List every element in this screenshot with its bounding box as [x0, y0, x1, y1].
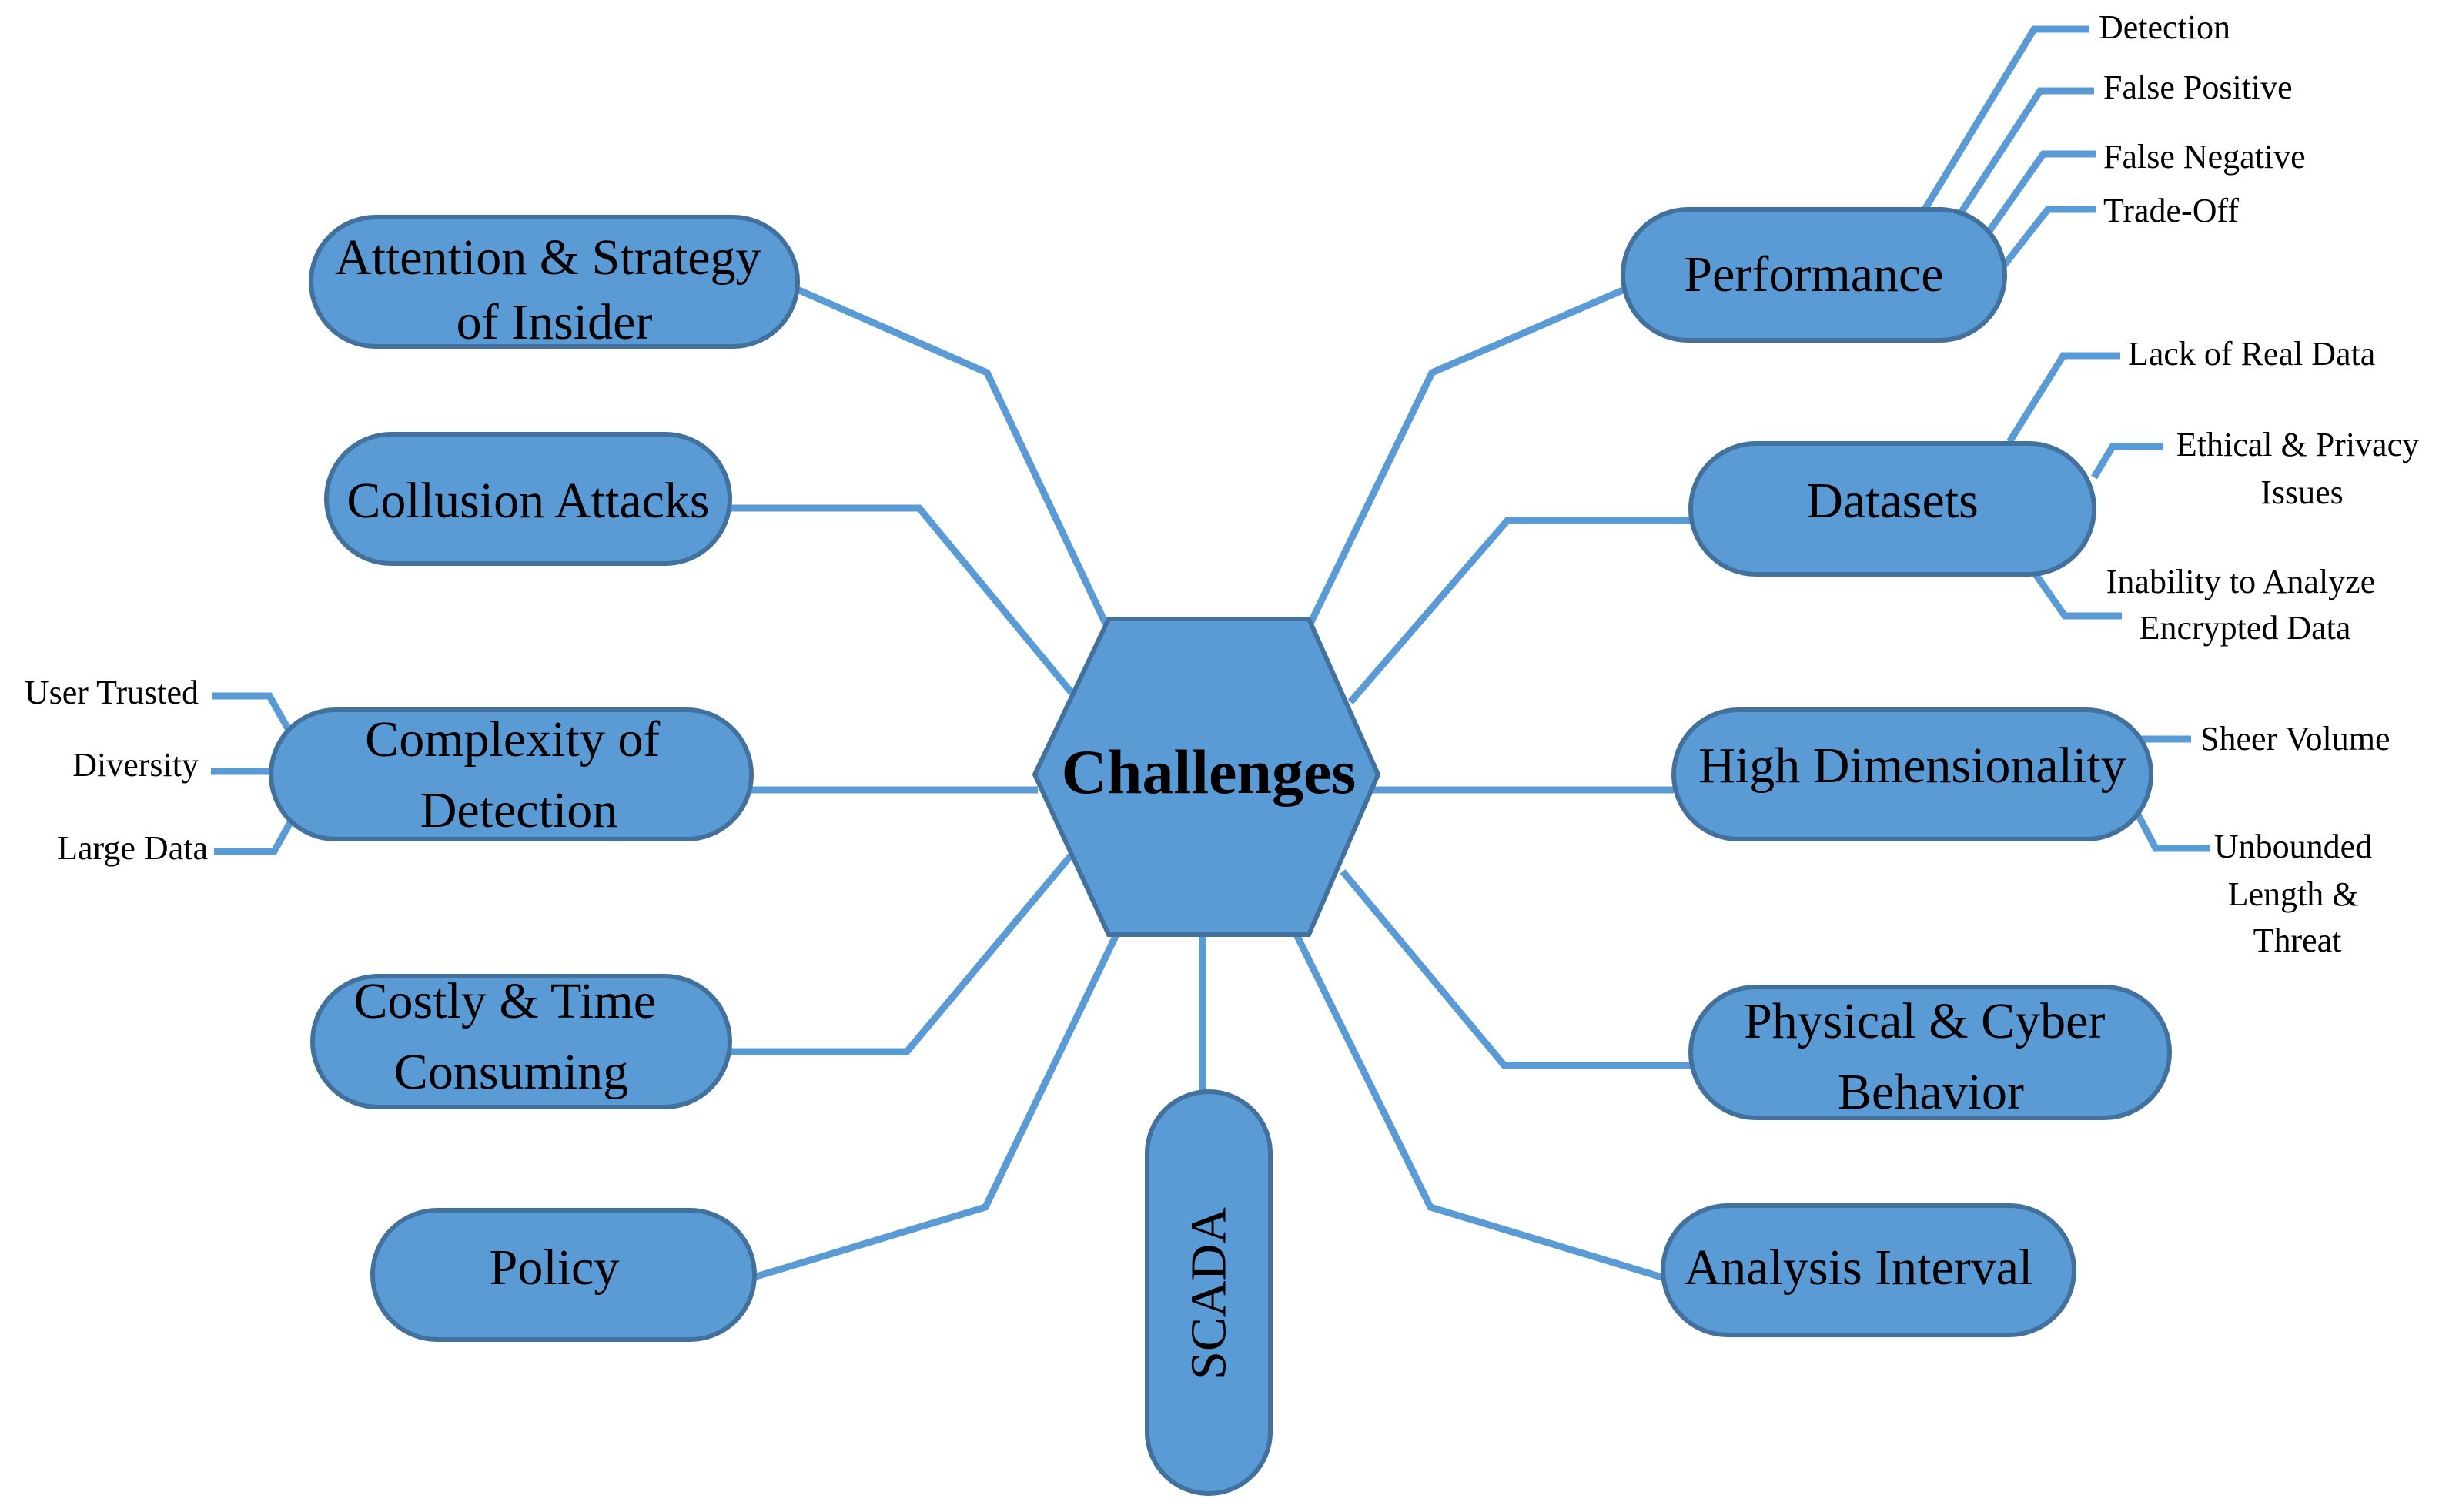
connector-ethical [2091, 443, 2163, 480]
node-scada: SCADA [1145, 1089, 1273, 1496]
node-datasets: Datasets [1688, 441, 2096, 577]
node-attention: Attention & Strategy of Insider [309, 215, 800, 350]
node-collusion-label: Collusion Attacks [346, 473, 709, 529]
svg-text:Physical & Cyber Behavio: Physical & Cyber Behavior [1744, 993, 2118, 1120]
node-high-dim-box [1671, 707, 2153, 841]
node-complexity-line1: Complexity of [365, 711, 660, 768]
node-physical: Physical & Cyber Behavior [1688, 985, 2172, 1120]
connector-analysis [1293, 933, 1666, 1282]
connector-collusion [728, 504, 1075, 695]
sub-inability-line2: Encrypted Data [2140, 609, 2351, 647]
connector-detection [1922, 25, 2089, 212]
node-policy-box [370, 1208, 757, 1342]
connector-inability [2032, 572, 2122, 620]
connector-physical [1340, 869, 1691, 1069]
sub-false-negative: False Negative [2103, 138, 2306, 176]
connector-costly [728, 852, 1075, 1055]
connector-lack-real-data [2006, 352, 2120, 444]
sub-ethical-line1: Ethical & Privacy [2176, 426, 2419, 463]
node-collusion: Collusion Attacks [324, 432, 732, 566]
node-high-dim: High Dimensionality [1671, 707, 2153, 841]
svg-text:Attention & Strategy of: Attention & Strategy of Insider [335, 229, 774, 350]
sub-user-trusted: User Trusted [25, 674, 199, 711]
svg-text:Inability to Analyze Enc: Inability to Analyze Encrypted Data [2106, 563, 2384, 647]
node-analysis: Analysis Interval [1661, 1203, 2076, 1337]
node-policy-label: Policy [490, 1239, 620, 1296]
node-complexity-box [269, 707, 754, 841]
sub-unbounded-line3: Threat [2253, 922, 2342, 959]
center-label: Challenges [1062, 737, 1357, 807]
datasets-sub-labels: Lack of Real Data Ethical & Privacy Issu… [2106, 335, 2427, 647]
high-dim-sub-labels: Sheer Volume Unbounded Length & Threat [2200, 720, 2390, 959]
svg-text:Costly & Time Consuming: Costly & Time Consuming [354, 973, 669, 1100]
sub-ethical-line2: Issues [2260, 473, 2344, 511]
node-performance-label: Performance [1684, 246, 1943, 303]
sub-detection: Detection [2099, 8, 2230, 46]
sub-false-positive: False Positive [2103, 69, 2293, 106]
center-hexagon [1032, 617, 1381, 937]
node-datasets-box [1688, 441, 2096, 577]
performance-sub-labels: Detection False Positive False Negative … [2099, 8, 2306, 229]
connector-unbounded [2134, 811, 2210, 852]
connector-datasets [1347, 517, 1691, 704]
node-performance-box [1621, 207, 2007, 343]
node-physical-line2: Behavior [1838, 1064, 2024, 1120]
connector-user-trusted [212, 692, 299, 744]
node-policy: Policy [370, 1208, 757, 1342]
node-physical-box [1688, 985, 2172, 1120]
main-connectors [728, 281, 1691, 1282]
connector-false-negative [1986, 150, 2096, 233]
svg-text:Unbounded Length &: Unbounded Length & Threat [2214, 828, 2380, 959]
node-attention-line1: Attention & Strategy [335, 229, 761, 286]
node-analysis-label: Analysis Interval [1685, 1239, 2033, 1296]
svg-text:Ethical & Privacy Issues: Ethical & Privacy Issues [2176, 426, 2427, 511]
sub-trade-off: Trade-Off [2103, 192, 2239, 229]
node-attention-line2: of Insider [457, 294, 653, 350]
node-attention-box [309, 215, 800, 349]
connector-false-positive [1957, 87, 2094, 216]
node-datasets-label: Datasets [1806, 473, 1979, 529]
node-costly: Costly & Time Consuming [310, 973, 732, 1109]
node-analysis-box [1661, 1203, 2076, 1337]
node-costly-line1: Costly & Time [354, 973, 657, 1029]
sub-diversity: Diversity [72, 746, 199, 784]
sub-large-data: Large Data [57, 829, 208, 867]
sub-unbounded-line1: Unbounded [2214, 828, 2372, 865]
sub-lack-real-data: Lack of Real Data [2128, 335, 2375, 373]
connector-trade-off [2000, 206, 2096, 269]
center-node: Challenges [1032, 617, 1381, 937]
connector-performance [1305, 286, 1626, 628]
node-physical-line1: Physical & Cyber [1744, 993, 2105, 1049]
node-costly-line2: Consuming [394, 1044, 628, 1100]
sub-sheer-volume: Sheer Volume [2200, 720, 2390, 758]
sub-unbounded-line2: Length & [2228, 875, 2359, 913]
sub-inability-line1: Inability to Analyze [2106, 563, 2375, 600]
node-performance: Performance [1621, 207, 2007, 343]
svg-text:Complexity of Detection: Complexity of Detection [365, 711, 673, 838]
node-high-dim-label: High Dimensionality [1698, 738, 2126, 794]
connector-policy [750, 930, 1122, 1282]
node-collusion-box [324, 432, 732, 566]
node-complexity-line2: Detection [420, 782, 618, 838]
node-scada-box [1145, 1089, 1273, 1496]
node-scada-label: SCADA [1181, 1207, 1237, 1380]
node-costly-box [310, 974, 732, 1109]
connector-large-data [214, 808, 300, 855]
complexity-sub-labels: User Trusted Diversity Large Data [25, 674, 208, 867]
sub-connectors [211, 25, 2210, 855]
node-complexity: Complexity of Detection [269, 707, 754, 841]
connector-attention [785, 281, 1109, 625]
